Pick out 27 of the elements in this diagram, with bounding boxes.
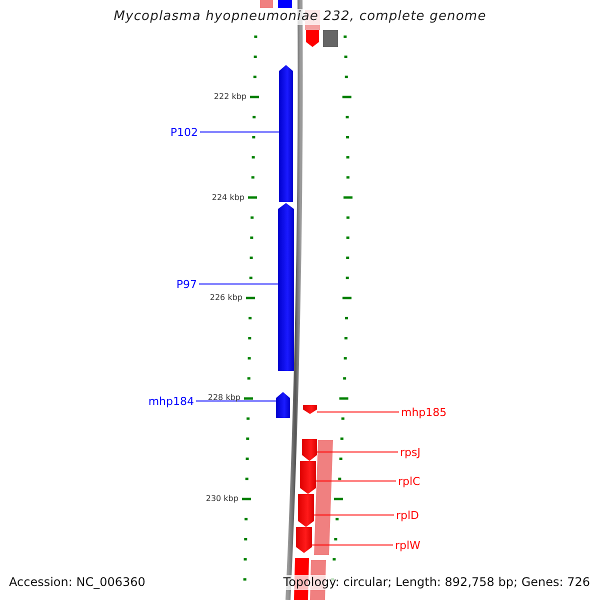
- gene-feature: [278, 203, 294, 371]
- gene-feature: [300, 461, 316, 494]
- gene-label: mhp185: [401, 406, 447, 418]
- leader-line: [316, 480, 396, 482]
- gene-label: rplW: [395, 538, 420, 552]
- accession-text: Accession: NC_006360: [9, 575, 146, 590]
- leader-line: [314, 514, 394, 516]
- gene-label: mhp184: [148, 394, 194, 408]
- title: Mycoplasma hyopneumoniae 232, complete genome: [112, 9, 488, 25]
- leader-line: [196, 400, 276, 402]
- leader-line: [312, 544, 394, 546]
- gene-feature: [302, 439, 317, 461]
- scale-label: 230 kbp: [206, 494, 238, 504]
- gene-label: rplD: [396, 508, 420, 522]
- gene-feature: [296, 527, 312, 553]
- gene-feature: [303, 405, 317, 414]
- gene-label: P102: [170, 126, 198, 138]
- gene-label: rplC: [398, 474, 420, 488]
- scale-label: 226 kbp: [210, 293, 242, 303]
- scale-label: 224 kbp: [212, 193, 244, 203]
- gene-label: rpsJ: [400, 446, 420, 458]
- scale-label: 228 kbp: [208, 393, 240, 403]
- gene-label: P97: [176, 278, 197, 290]
- gene-feature: [279, 65, 293, 202]
- gene-feature: [276, 392, 290, 418]
- genome-stats-text: Topology: circular; Length: 892,758 bp; Genes: 726: [283, 575, 590, 590]
- scale-label: 222 kbp: [214, 92, 246, 102]
